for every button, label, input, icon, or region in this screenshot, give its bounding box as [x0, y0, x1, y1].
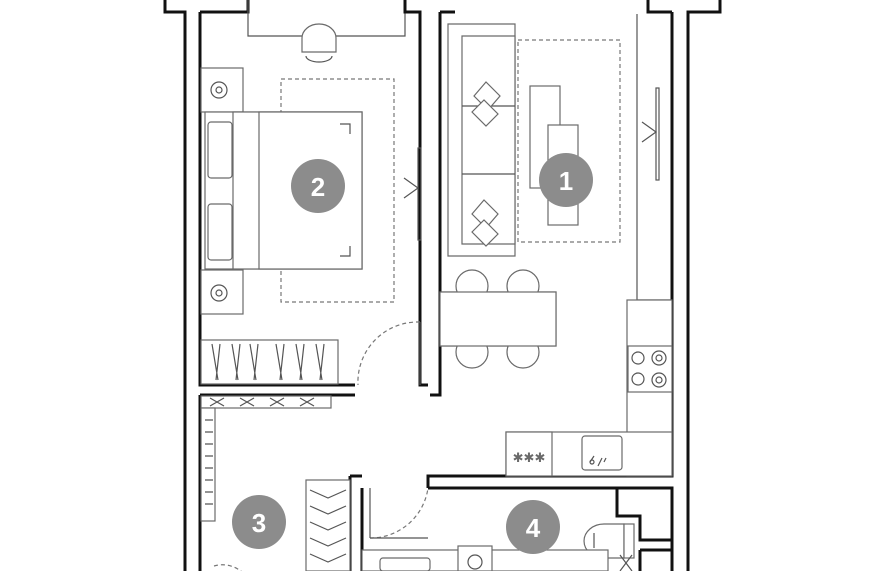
bathroom-furniture — [361, 487, 635, 571]
door-swing-icon — [213, 564, 242, 571]
wall-top-mid-right — [430, 12, 442, 397]
desk-chair-base — [305, 55, 333, 63]
sink-icon — [581, 435, 623, 471]
sliding-door — [417, 147, 422, 241]
bathroom-counter — [361, 545, 609, 571]
lamp-icon — [210, 284, 228, 302]
room-label-bathroom: 4 — [526, 513, 541, 543]
svg-text:✱✱✱: ✱✱✱ — [513, 451, 546, 466]
sofa-icon — [447, 23, 516, 257]
room-label-bedroom: 2 — [311, 172, 325, 202]
shoe-cabinet-icon — [305, 479, 351, 571]
room-badge-hall: 3 — [232, 495, 286, 549]
door-arrow-icon — [403, 177, 420, 199]
wall-top-left-stub — [200, 0, 250, 14]
shaft-lower — [638, 548, 672, 571]
living-rug — [517, 39, 621, 243]
stove-icon — [627, 345, 673, 393]
dishwasher-icon: ✱✱✱ — [505, 431, 553, 477]
wall-top-right — [646, 0, 672, 14]
wall-top-mid — [403, 0, 428, 387]
dining-table-icon — [439, 269, 557, 369]
wardrobe-icon — [200, 395, 332, 522]
door-swing-icon — [357, 321, 421, 386]
room-label-living: 1 — [559, 166, 573, 196]
room-badge-bathroom: 4 — [506, 500, 560, 554]
wall-left-inner — [198, 12, 355, 387]
washing-machine-icon — [457, 545, 493, 571]
hall-furniture — [200, 395, 351, 571]
sliding-door — [655, 87, 660, 181]
lamp-icon — [210, 81, 228, 99]
door-arrow-icon — [641, 121, 658, 143]
door-swing-icon — [369, 487, 429, 539]
wardrobe-icon — [200, 339, 339, 385]
room-label-hall: 3 — [252, 508, 266, 538]
shaft-upper — [615, 488, 672, 542]
walls — [163, 0, 722, 571]
room-badge-living: 1 — [539, 153, 593, 207]
wall-top-left — [163, 0, 187, 571]
shaft-hatch — [619, 554, 633, 571]
living-window — [636, 14, 672, 301]
sink-icon — [379, 557, 431, 571]
room-badge-bedroom: 2 — [291, 159, 345, 213]
wall-top-right-2 — [686, 0, 722, 571]
desk-chair-icon — [301, 23, 337, 53]
wall-bath-top-right — [428, 486, 674, 571]
